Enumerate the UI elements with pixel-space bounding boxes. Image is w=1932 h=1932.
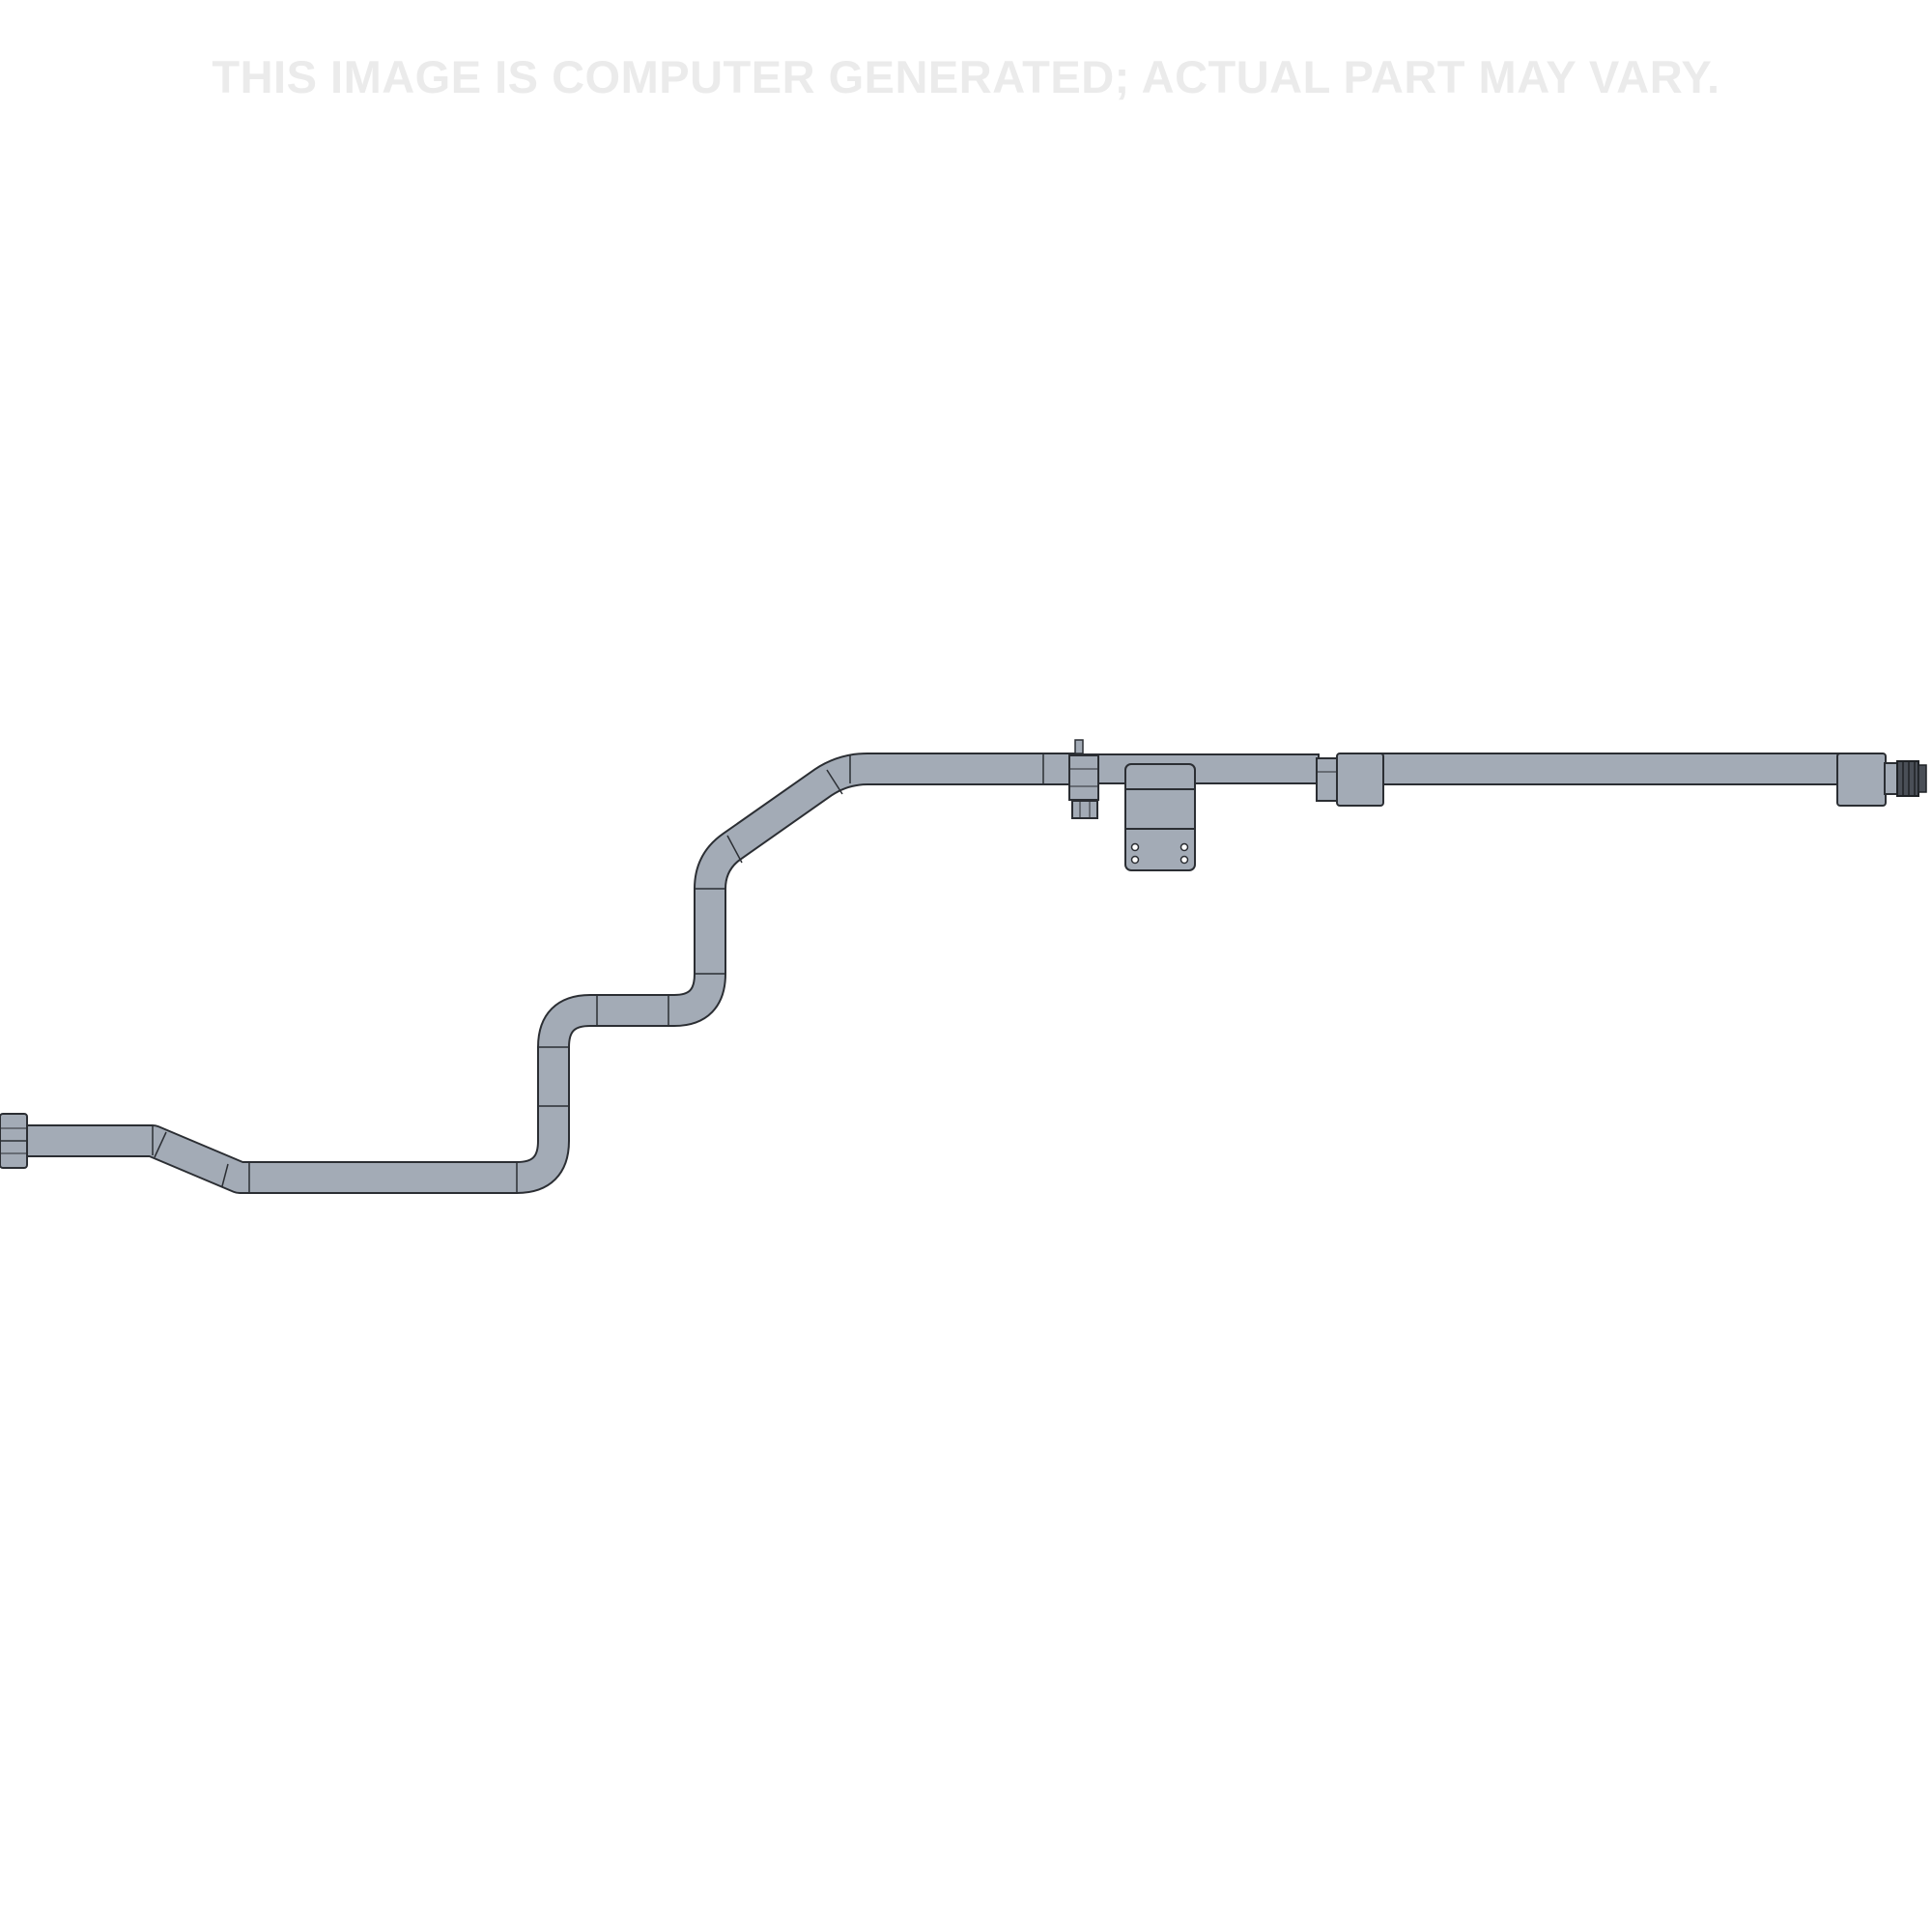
hose-tube (19, 753, 1850, 1194)
crimp-ferrule (1316, 753, 1384, 807)
flare-nut-fitting (0, 1113, 28, 1169)
crimp-ferrule-right (1836, 753, 1887, 807)
quick-connect-fitting (1884, 760, 1927, 797)
disclaimer-text: THIS IMAGE IS COMPUTER GENERATED; ACTUAL… (212, 51, 1720, 102)
service-port-valve (1068, 739, 1099, 819)
mounting-bracket (1124, 763, 1196, 871)
